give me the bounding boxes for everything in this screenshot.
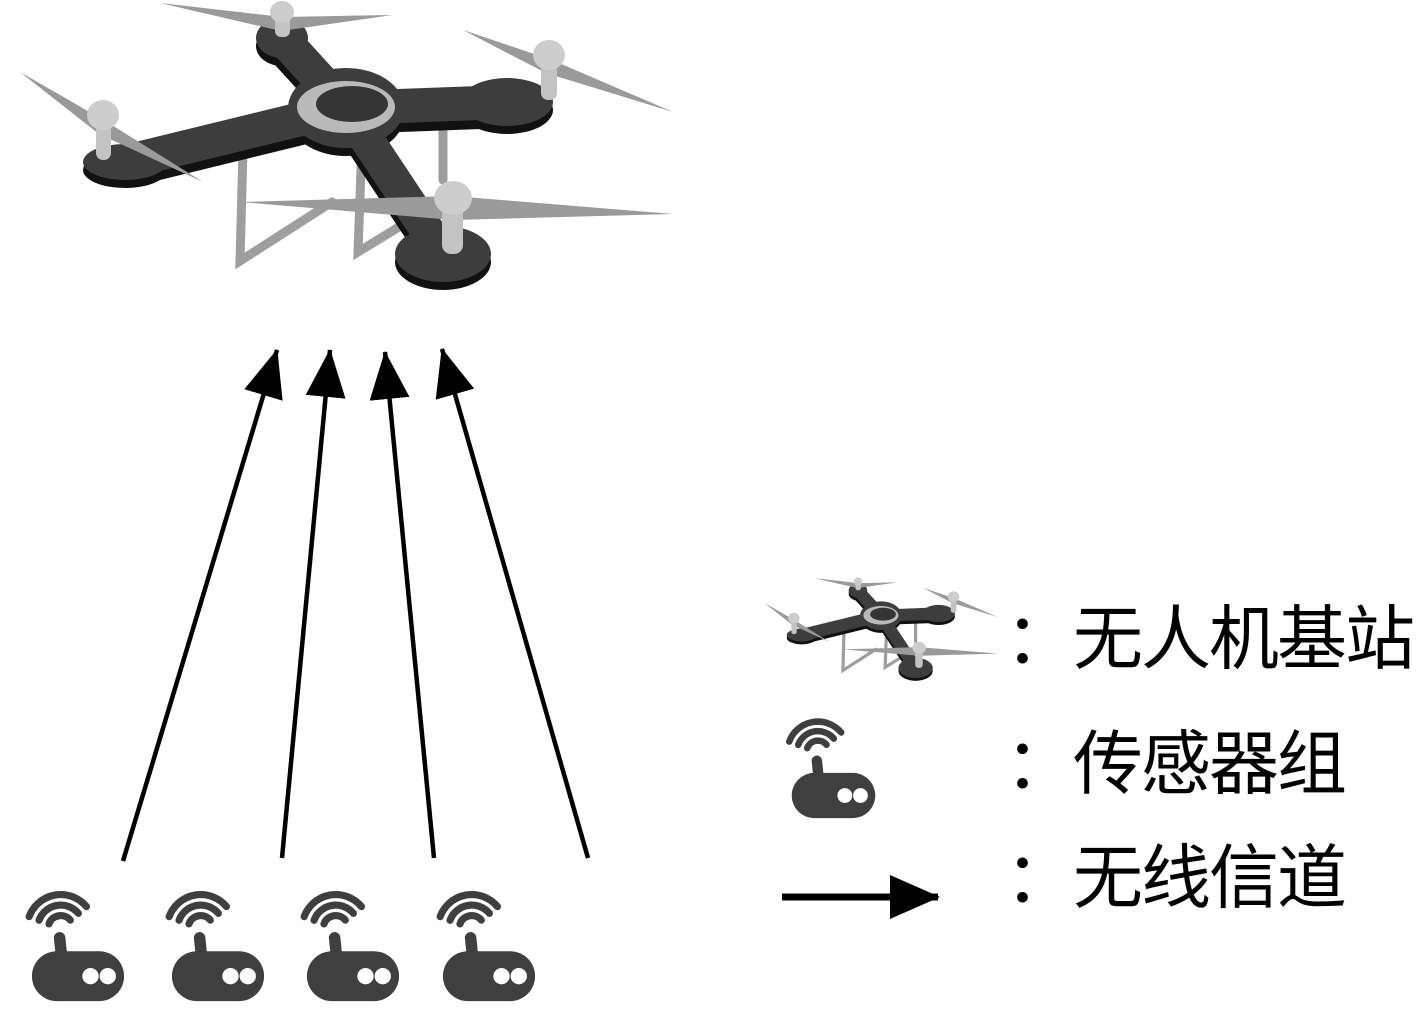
- sensor-group-row: [26, 890, 535, 1001]
- legend-label-wireless-channel: ：无线信道: [1005, 841, 1347, 918]
- sensor-icon-2: [166, 890, 264, 1001]
- wireless-channel-arrows: [120, 348, 591, 862]
- sensor-icon-3: [301, 890, 399, 1001]
- legend-icons: [764, 577, 998, 919]
- uplink-arrow-3: [369, 351, 437, 859]
- legend-sensor-icon: [787, 717, 876, 818]
- sensor-icon-1: [26, 890, 124, 1001]
- uplink-arrow-4: [435, 348, 591, 859]
- uplink-arrow-1: [120, 349, 283, 862]
- uav-base-station-drone-icon: [20, 1, 673, 290]
- legend-label-sensor-group: ：传感器组: [1005, 727, 1347, 804]
- uplink-arrow-2: [279, 349, 346, 859]
- legend-label-uav-base-station: ：无人机基站: [1005, 602, 1415, 679]
- sensor-icon-4: [437, 890, 535, 1001]
- legend-drone-icon: [764, 577, 998, 680]
